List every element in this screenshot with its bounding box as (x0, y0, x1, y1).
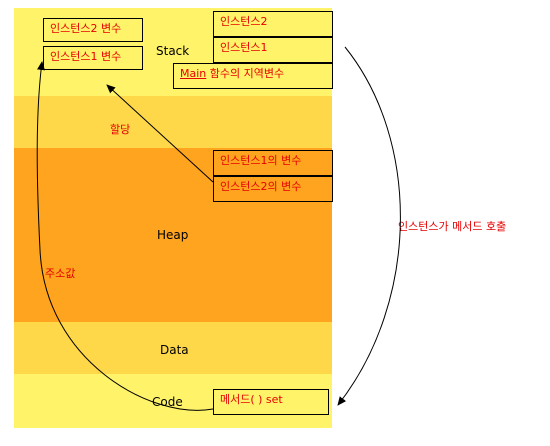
instance1-variable-text: 인스턴스1 변수 (50, 50, 122, 63)
instance2-box: 인스턴스2 (213, 11, 333, 37)
main-locals-text: 함수의 지역변수 (206, 67, 285, 80)
code-label: Code (152, 395, 183, 409)
code-region (14, 374, 332, 428)
instance2-text: 인스턴스2 (220, 15, 268, 28)
main-locals-box: Main 함수의 지역변수 (173, 63, 333, 89)
instance2-fields-text: 인스턴스2의 변수 (220, 180, 302, 193)
instance1-fields-text: 인스턴스1의 변수 (220, 154, 302, 167)
instance2-variable-text: 인스턴스2 변수 (50, 22, 122, 35)
method-set-box: 메서드( ) set (213, 389, 329, 415)
data-region (14, 322, 332, 374)
instance1-fields-box: 인스턴스1의 변수 (213, 150, 333, 176)
instance1-variable-box: 인스턴스1 변수 (43, 46, 143, 70)
data-label: Data (160, 343, 189, 357)
instance2-variable-box: 인스턴스2 변수 (43, 18, 143, 42)
alloc-region (14, 96, 332, 148)
instance1-text: 인스턴스1 (220, 41, 268, 54)
address-arrow (36, 61, 214, 411)
method-call-label: 인스턴스가 메서드 호출 (398, 220, 507, 233)
heap-region (14, 148, 332, 322)
address-label: 주소값 (45, 267, 76, 280)
method-call-arrow (337, 46, 401, 406)
main-keyword: Main (180, 67, 207, 80)
heap-label: Heap (157, 228, 189, 242)
stack-label: Stack (156, 44, 190, 58)
alloc-label: 할당 (110, 123, 131, 136)
instance1-box: 인스턴스1 (213, 37, 333, 63)
method-set-text: 메서드( ) set (220, 393, 283, 406)
instance2-fields-box: 인스턴스2의 변수 (213, 176, 333, 202)
allocation-arrow (106, 84, 214, 183)
